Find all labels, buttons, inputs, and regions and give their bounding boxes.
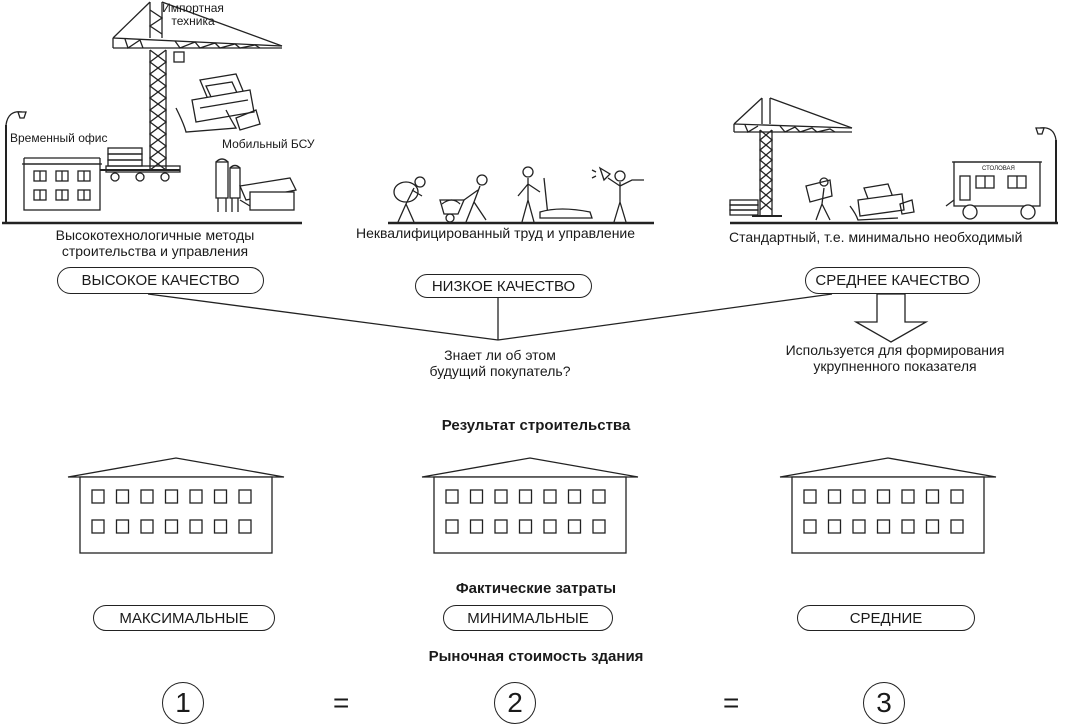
tower-crane-icon [100,1,283,182]
building-window [238,489,252,504]
costs-heading: Фактические затраты [455,580,617,597]
high-tech-site-illustration [2,1,302,225]
resulting-buildings [67,457,997,554]
medium-quality-badge: СРЕДНЕЕ КАЧЕСТВО [805,267,980,294]
unskilled-labour-illustration [388,166,654,225]
building-window [494,519,508,534]
building-window [445,489,459,504]
building-window [213,519,228,534]
building-window [91,489,105,504]
cost-min-badge: МИНИМАЛЬНЫЕ [443,605,613,631]
building-window [901,519,915,534]
building-window [445,519,459,534]
canteen-sign: СТОЛОВАЯ [982,166,1015,172]
down-arrow-icon [853,293,929,343]
building-window [852,489,866,504]
equals-sign-2: = [723,687,740,718]
building-window [950,519,964,534]
building-window [469,519,484,534]
building-window [189,519,203,534]
option-1-circle: 1 [162,682,204,724]
option-2-circle: 2 [494,682,536,724]
building-window [469,489,484,504]
worker-with-sack-icon [393,176,426,223]
unskilled-labour-label: Неквалифицированный труд и управление [356,225,636,241]
building-window [213,489,228,504]
building-window [950,489,964,504]
worker-with-wheelbarrow-icon [439,174,488,223]
bulldozer-icon [175,73,261,133]
building-window [189,489,203,504]
building-window [518,489,533,504]
building-window [925,489,940,504]
equals-sign-1: = [333,687,350,718]
building-window [876,489,891,504]
building-window [518,519,533,534]
buyer-question: Знает ли об этом будущий покупатель? [429,347,571,379]
building-window [567,489,582,504]
concrete-plant-label: Мобильный БСУ [222,137,315,151]
result-heading: Результат строительства [441,417,631,434]
building-window [494,489,508,504]
concrete-plant-icon [215,158,297,212]
building-icon [421,457,639,554]
building-window [803,489,817,504]
foreman-shouting-icon [591,166,644,223]
building-icon [779,457,997,554]
building-window [567,519,582,534]
quality-connector-lines [147,293,833,341]
usage-note: Используется для формирования укрупненно… [785,342,1005,374]
building-window [164,519,179,534]
cost-max-badge: МАКСИМАЛЬНЫЕ [93,605,275,631]
street-lamp-icon [1035,127,1057,222]
standard-site-illustration [729,97,1058,225]
building-window [592,519,606,534]
building-window [140,519,154,534]
building-window [91,519,105,534]
building-window [852,519,866,534]
building-window [238,519,252,534]
building-window [803,519,817,534]
high-quality-badge: ВЫСОКОЕ КАЧЕСТВО [57,267,264,294]
canteen-trailer-icon [945,161,1042,220]
building-window [827,489,842,504]
building-window [592,489,606,504]
worker-with-shovel-icon [517,166,593,223]
building-window [925,519,940,534]
cost-avg-badge: СРЕДНИЕ [797,605,975,631]
building-window [901,489,915,504]
standard-equipment-label: Стандартный, т.е. минимально необходимый [729,229,1023,245]
temporary-office-label: Временный офис [10,131,108,145]
low-quality-badge: НИЗКОЕ КАЧЕСТВО [415,274,592,298]
building-window [140,489,154,504]
building-window [827,519,842,534]
small-crane-icon [729,97,853,217]
building-window [876,519,891,534]
street-lamp-icon [5,111,27,222]
building-window [164,489,179,504]
building-window [543,519,557,534]
small-bulldozer-icon [849,183,915,221]
building-window [115,489,130,504]
imported-equipment-label: Импортная техника [162,1,224,28]
high-tech-methods-label: Высокотехнологичные методы строительства… [55,227,255,259]
temporary-office-icon [22,157,102,211]
option-3-circle: 3 [863,682,905,724]
building-icon [67,457,285,554]
market-value-heading: Рыночная стоимость здания [428,648,644,665]
building-window [115,519,130,534]
building-window [543,489,557,504]
worker-carrying-board-icon [805,177,833,221]
